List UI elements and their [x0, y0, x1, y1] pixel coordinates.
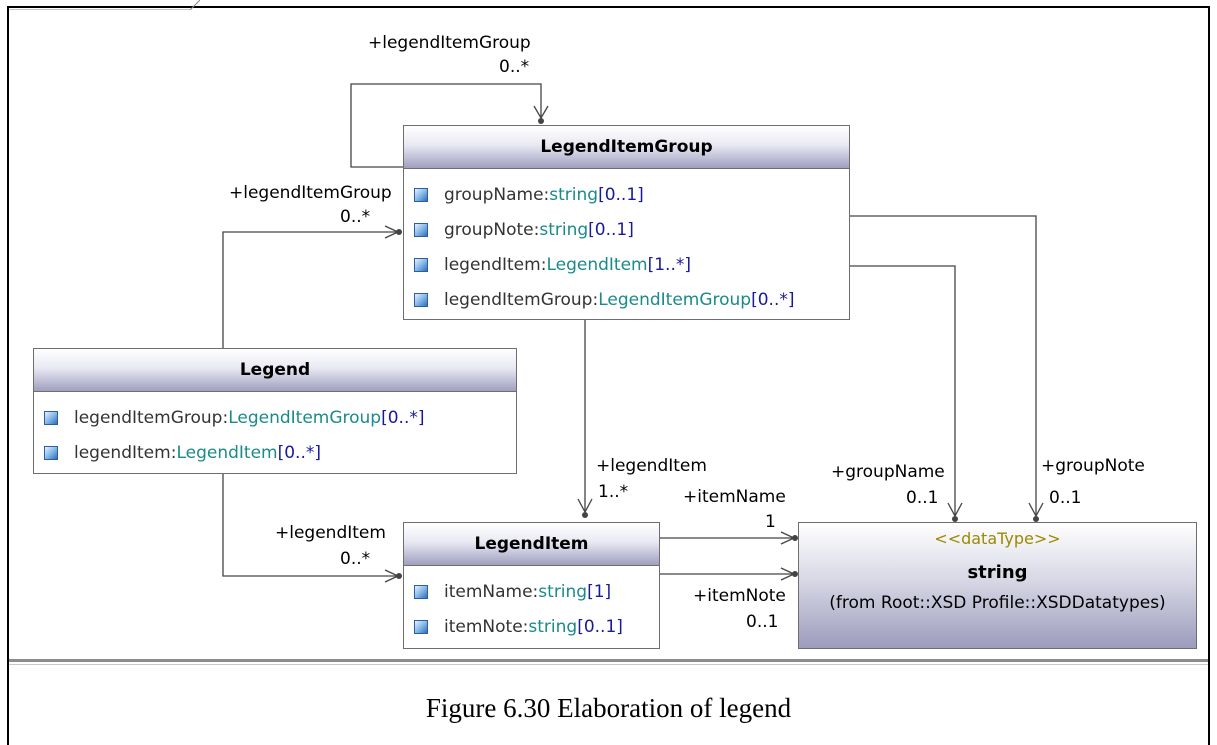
- multiplicity-label: 0..*: [499, 57, 530, 77]
- class-name: Legend: [34, 349, 516, 392]
- attribute-icon: [44, 410, 58, 425]
- datatype-name: string: [967, 562, 1028, 583]
- attribute-type: string: [549, 184, 599, 205]
- role-label: +groupName: [831, 462, 945, 482]
- diagram-frame: [7, 6, 1210, 745]
- role-label: +itemNote: [693, 586, 786, 606]
- attribute-row[interactable]: itemName:string[1]: [414, 574, 659, 609]
- class-legend[interactable]: Legend legendItemGroup:LegendItemGroup[0…: [33, 348, 517, 474]
- role-label: +groupNote: [1041, 456, 1145, 476]
- class-name: LegendItemGroup: [404, 126, 849, 169]
- attribute-list: groupName:string[0..1] groupNote:string[…: [404, 169, 849, 317]
- multiplicity-label: 1: [765, 512, 776, 532]
- attribute-multiplicity: [1]: [587, 581, 612, 602]
- multiplicity-label: 0..*: [340, 549, 371, 569]
- class-legend-item[interactable]: LegendItem itemName:string[1] itemNote:s…: [403, 522, 660, 649]
- attribute-type: LegendItem: [546, 254, 648, 275]
- attribute-row[interactable]: legendItemGroup:LegendItemGroup[0..*]: [44, 400, 516, 435]
- attribute-name: legendItem:: [444, 254, 547, 275]
- attribute-row[interactable]: legendItem:LegendItem[1..*]: [414, 247, 849, 282]
- attribute-type: LegendItemGroup: [228, 407, 382, 428]
- attribute-multiplicity: [0..*]: [751, 289, 795, 310]
- attribute-name: groupNote:: [444, 219, 540, 240]
- attribute-icon: [414, 222, 428, 237]
- multiplicity-label: 0..1: [1049, 488, 1082, 508]
- attribute-row[interactable]: groupNote:string[0..1]: [414, 212, 849, 247]
- attribute-multiplicity: [0..1]: [577, 616, 623, 637]
- class-legend-item-group[interactable]: LegendItemGroup groupName:string[0..1] g…: [403, 125, 850, 320]
- attribute-icon: [414, 187, 428, 202]
- datatype-origin: (from Root::XSD Profile::XSDDatatypes): [829, 593, 1166, 613]
- attribute-type: string: [538, 581, 588, 602]
- stereotype-label: <<dataType>>: [934, 529, 1061, 548]
- attribute-name: itemName:: [444, 581, 539, 602]
- role-label: +itemName: [683, 487, 786, 507]
- role-label: +legendItemGroup: [368, 33, 531, 53]
- attribute-list: itemName:string[1] itemNote:string[0..1]: [404, 566, 659, 644]
- attribute-list: legendItemGroup:LegendItemGroup[0..*] le…: [34, 392, 516, 470]
- multiplicity-label: 0..*: [340, 207, 371, 227]
- attribute-name: legendItemGroup:: [74, 407, 229, 428]
- role-label: +legendItem: [596, 456, 707, 476]
- frame-tab: [9, 0, 200, 10]
- attribute-name: legendItemGroup:: [444, 289, 599, 310]
- attribute-row[interactable]: itemNote:string[0..1]: [414, 609, 659, 644]
- attribute-row[interactable]: groupName:string[0..1]: [414, 177, 849, 212]
- datatype-string[interactable]: <<dataType>> string (from Root::XSD Prof…: [798, 522, 1197, 649]
- attribute-icon: [414, 292, 428, 307]
- attribute-row[interactable]: legendItemGroup:LegendItemGroup[0..*]: [414, 282, 849, 317]
- attribute-type: string: [528, 616, 578, 637]
- attribute-multiplicity: [0..*]: [381, 407, 425, 428]
- attribute-name: legendItem:: [74, 442, 177, 463]
- separator-line: [9, 659, 1208, 662]
- class-name: LegendItem: [404, 523, 659, 566]
- attribute-type: LegendItem: [176, 442, 278, 463]
- attribute-icon: [414, 257, 428, 272]
- attribute-icon: [414, 619, 428, 634]
- role-label: +legendItemGroup: [229, 183, 392, 203]
- separator-line: [9, 664, 1208, 665]
- role-label: +legendItem: [275, 523, 386, 543]
- attribute-name: itemNote:: [444, 616, 529, 637]
- multiplicity-label: 0..1: [906, 488, 939, 508]
- multiplicity-label: 1..*: [598, 482, 629, 502]
- figure-caption: Figure 6.30 Elaboration of legend: [425, 693, 792, 723]
- attribute-icon: [44, 445, 58, 460]
- attribute-type: LegendItemGroup: [598, 289, 752, 310]
- attribute-multiplicity: [0..1]: [588, 219, 634, 240]
- attribute-multiplicity: [1..*]: [647, 254, 691, 275]
- attribute-type: string: [539, 219, 589, 240]
- attribute-name: groupName:: [444, 184, 550, 205]
- attribute-multiplicity: [0..1]: [598, 184, 644, 205]
- attribute-icon: [414, 584, 428, 599]
- attribute-multiplicity: [0..*]: [277, 442, 321, 463]
- multiplicity-label: 0..1: [746, 612, 779, 632]
- attribute-row[interactable]: legendItem:LegendItem[0..*]: [44, 435, 516, 470]
